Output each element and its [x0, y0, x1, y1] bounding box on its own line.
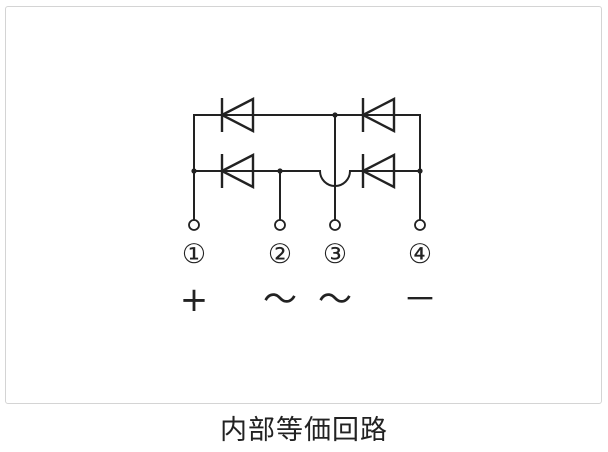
terminal-1-label: ①	[182, 239, 206, 270]
diode-top-right	[360, 97, 396, 133]
terminal-4-label: ④	[408, 239, 432, 270]
terminal-3-polarity: ～	[318, 280, 352, 320]
terminal-1-pin	[188, 219, 200, 231]
diode-bottom-right	[360, 153, 396, 189]
junction-dot	[191, 168, 197, 174]
terminal-3-label: ③	[323, 239, 347, 270]
terminal-1-polarity: +	[180, 280, 209, 320]
circuit-diagram-frame: ① ② ③ ④ + ～ ～ －	[5, 6, 602, 404]
terminal-4-polarity: －	[403, 280, 437, 320]
terminal-2-pin	[274, 219, 286, 231]
terminal-2-label: ②	[268, 239, 292, 270]
junction-dot	[417, 168, 423, 174]
terminal-2-polarity: ～	[263, 280, 297, 320]
junction-dot	[277, 168, 283, 174]
figure-caption: 内部等価回路	[220, 415, 388, 446]
diode-bottom-left	[219, 153, 255, 189]
junction-dot	[332, 112, 338, 118]
terminal-3-pin	[329, 219, 341, 231]
diode-top-left	[219, 97, 255, 133]
terminal-4-pin	[414, 219, 426, 231]
equivalent-circuit-schematic: ① ② ③ ④ + ～ ～ －	[180, 97, 437, 320]
